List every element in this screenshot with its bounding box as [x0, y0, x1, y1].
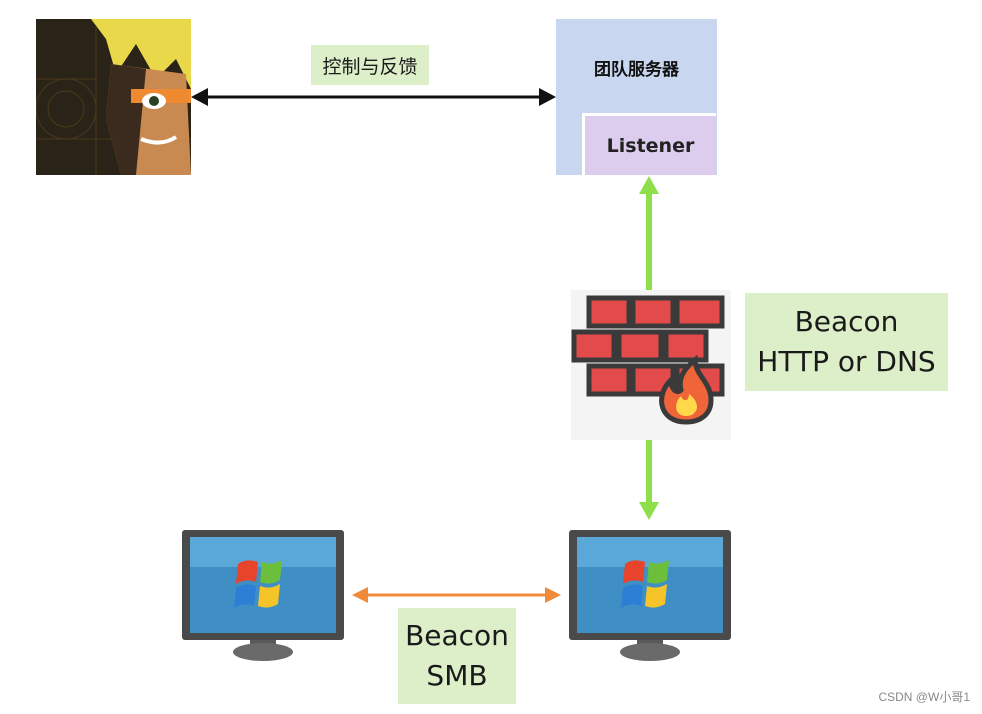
beacon-text: Beacon — [794, 305, 899, 338]
beacon-text: Beacon — [405, 619, 509, 652]
control-feedback-arrow — [191, 88, 556, 106]
windows-monitor-icon — [182, 530, 344, 661]
smb-text: SMB — [426, 659, 488, 692]
firewall-icon — [571, 290, 731, 440]
windows-monitor-icon — [569, 530, 731, 661]
server-title: 团队服务器 — [594, 60, 679, 80]
listener-box: Listener — [582, 113, 716, 175]
control-feedback-label: 控制与反馈 — [311, 45, 429, 85]
team-server-box: 团队服务器 Listener — [556, 19, 717, 175]
watermark: CSDN @W小哥1 — [878, 690, 970, 704]
beacon-smb-arrow — [352, 587, 561, 603]
beacon-smb-label: Beacon SMB — [398, 608, 516, 704]
operator-avatar-icon — [36, 19, 191, 175]
http-or-dns-text: HTTP or DNS — [757, 345, 936, 378]
control-feedback-text: 控制与反馈 — [322, 55, 418, 78]
beacon-http-dns-label: Beacon HTTP or DNS — [745, 293, 948, 391]
